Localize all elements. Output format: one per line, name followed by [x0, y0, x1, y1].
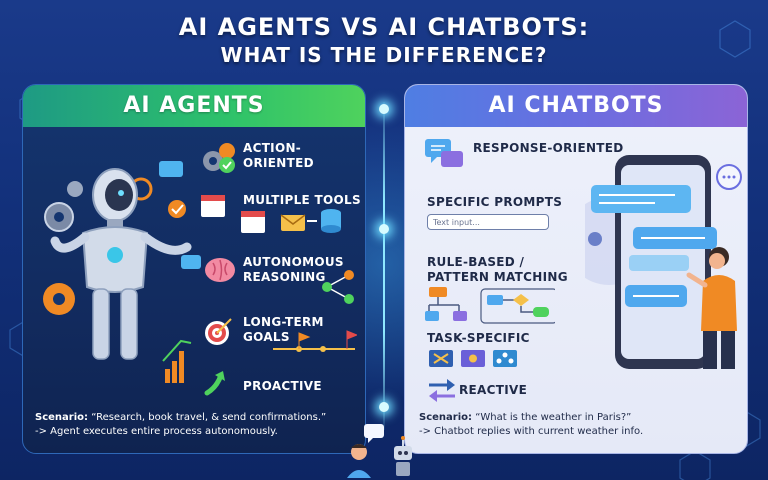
task-icons — [429, 350, 517, 367]
agents-scenario: Scenario: “Research, book travel, & send… — [35, 412, 327, 437]
chatbots-feature-reactive: REACTIVE — [459, 383, 528, 397]
chatbots-feature-task-specific: TASK-SPECIFIC — [427, 331, 530, 345]
agents-feature-multiple-tools: MULTIPLE TOOLS — [243, 193, 361, 207]
robot-illustration — [43, 161, 201, 383]
divider-node — [379, 104, 389, 114]
agents-feature-autonomous-reasoning: AUTONOMOUS REASONING — [243, 255, 344, 284]
agents-feature-long-term-goals: LONG-TERM GOALS — [243, 315, 324, 344]
flowchart-icon — [425, 287, 555, 324]
prompt-text-input: Text input... — [427, 214, 549, 230]
divider-node — [379, 224, 389, 234]
chatbots-feature-rule-based: RULE-BASED / PATTERN MATCHING — [427, 255, 568, 284]
timeline-flags-icon — [273, 330, 357, 352]
chatbots-header: AI CHATBOTS — [405, 85, 747, 127]
phone-chat-illustration — [585, 155, 742, 369]
agents-panel: AI AGENTS — [22, 84, 366, 454]
title: AI AGENTS VS AI CHATBOTS: WHAT IS THE DI… — [0, 12, 768, 68]
title-line-1: AI AGENTS VS AI CHATBOTS: — [178, 13, 590, 41]
agents-feature-proactive: PROACTIVE — [243, 379, 322, 393]
chatbots-panel: AI CHATBOTS RESPONSE-ORIENTED SPECIFIC P… — [404, 84, 748, 454]
gear-check-icon — [203, 143, 235, 173]
target-icon — [205, 318, 232, 345]
chat-bubbles-icon — [425, 139, 463, 167]
title-line-2: WHAT IS THE DIFFERENCE? — [220, 43, 548, 67]
chatbots-feature-specific-prompts: SPECIFIC PROMPTS — [427, 195, 563, 209]
gear-icon — [43, 181, 83, 315]
chatbots-scenario: Scenario: “What is the weather in Paris?… — [419, 412, 644, 437]
arrow-up-icon — [204, 371, 225, 396]
network-icon — [322, 270, 354, 304]
brain-icon — [205, 258, 235, 282]
chatbots-feature-response-oriented: RESPONSE-ORIENTED — [473, 141, 624, 155]
divider-node — [379, 402, 389, 412]
agents-feature-action-oriented: ACTION- ORIENTED — [243, 141, 314, 170]
person-and-robot-icon — [347, 424, 412, 478]
tools-icon — [201, 195, 341, 233]
swap-arrows-icon — [429, 379, 455, 402]
agents-header: AI AGENTS — [23, 85, 365, 127]
center-divider — [383, 102, 385, 430]
